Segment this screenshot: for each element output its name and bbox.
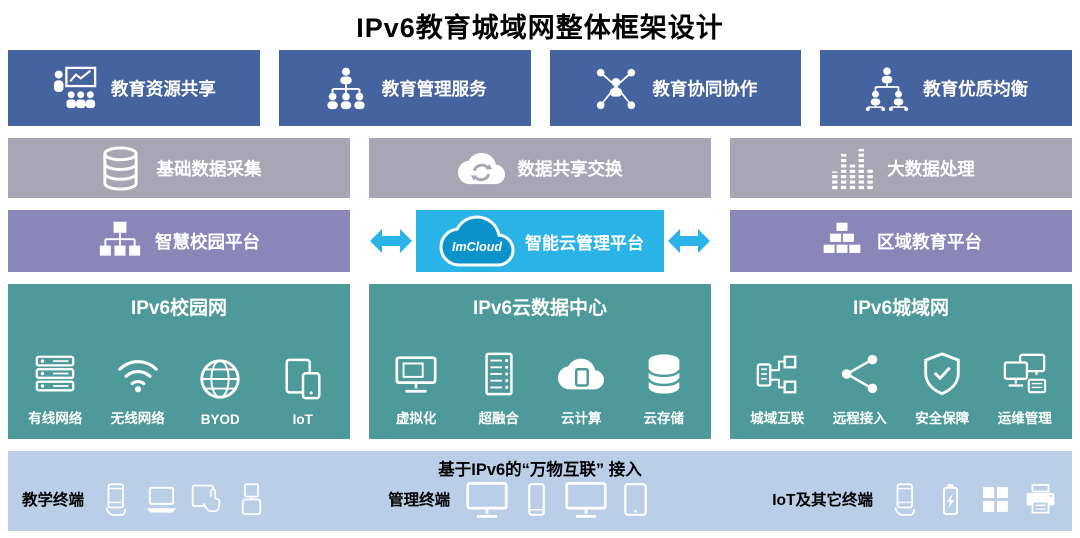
- battery-charging-icon: [933, 482, 968, 517]
- connected-nodes-icon: [98, 219, 142, 263]
- network-section-cloud-datacenter: IPv6云数据中心 虚拟化 超融合 云计算: [369, 284, 711, 439]
- app-box-management-service: 教育管理服务: [278, 50, 531, 126]
- terminal-group-label: 教学终端: [22, 492, 85, 509]
- equalizer-icon: [827, 145, 874, 192]
- storage-cylinder-icon: [641, 351, 687, 397]
- network-section-metro: IPv6城域网 城域互联 远程接入 安全保障: [730, 284, 1072, 439]
- server-stack-icon: [32, 351, 78, 397]
- server-rack-icon: [476, 351, 522, 397]
- flip-phone-icon: [234, 482, 269, 517]
- laptop-icon: [144, 482, 179, 517]
- platform-box-label: 智慧校园平台: [155, 231, 260, 252]
- terminal-group-label: IoT及其它终端: [772, 492, 873, 509]
- network-section-title: IPv6校园网: [130, 298, 228, 319]
- tablet-phone-icon: [280, 356, 326, 402]
- data-box-label: 基础数据采集: [156, 158, 262, 179]
- shield-check-icon: [919, 351, 965, 397]
- people-network-icon: [593, 65, 639, 111]
- phone-in-hand-icon: [99, 482, 134, 517]
- management-terminals-group: 管理终端: [388, 477, 653, 521]
- interconnect-icon: [754, 351, 800, 397]
- cloud-management-platform: ImCloud 智能云管理平台: [369, 210, 711, 272]
- net-item-remote-access: 远程接入: [819, 351, 902, 427]
- network-layer-row: IPv6校园网 有线网络 无线网络 BYOD: [8, 284, 1072, 439]
- storage-cubes-icon: [978, 482, 1013, 517]
- network-section-title: IPv6城域网: [852, 298, 950, 319]
- dual-monitor-icon: [1002, 351, 1048, 397]
- net-item-wired: 有线网络: [14, 351, 97, 427]
- terminal-group-label: 管理终端: [388, 492, 451, 509]
- org-chart-icon: [323, 65, 369, 111]
- network-section-items: 有线网络 无线网络 BYOD IoT: [14, 320, 344, 427]
- globe-icon: [197, 356, 243, 402]
- data-box-label: 大数据处理: [887, 158, 975, 179]
- handheld-device-icon: [888, 482, 923, 517]
- cloud-device-icon: [558, 351, 604, 397]
- net-item-cloud-computing: 云计算: [540, 351, 623, 427]
- data-box-label: 数据共享交换: [517, 158, 623, 179]
- touch-screen-icon: [189, 482, 224, 517]
- platform-box-smart-campus: 智慧校园平台: [8, 210, 350, 272]
- app-box-collaboration: 教育协同协作: [549, 50, 802, 126]
- imcloud-platform-label: 智能云管理平台: [525, 233, 644, 253]
- page-title: IPv6教育城域网整体框架设计: [356, 12, 724, 43]
- tablet-icon: [618, 482, 653, 517]
- teaching-terminals-group: 教学终端: [22, 482, 269, 517]
- data-box-sharing-exchange: 数据共享交换: [369, 138, 711, 198]
- printer-icon: [1023, 482, 1058, 517]
- terminal-layer-row: 基于IPv6的“万物互联” 接入 教学终端 管理终端 IoT: [8, 451, 1072, 531]
- network-section-campus: IPv6校园网 有线网络 无线网络 BYOD: [8, 284, 350, 439]
- imcloud-brand-text: ImCloud: [452, 240, 502, 254]
- terminal-heading: 基于IPv6的“万物互联” 接入: [438, 461, 642, 479]
- application-layer-row: 教育资源共享 教育管理服务 教育协同协作 教育优质均衡: [8, 50, 1072, 126]
- cloud-sync-icon: [458, 145, 505, 192]
- data-box-bigdata: 大数据处理: [730, 138, 1072, 198]
- app-box-label: 教育优质均衡: [923, 78, 1029, 99]
- left-double-arrow-icon: [370, 229, 412, 253]
- net-item-ops: 运维管理: [984, 351, 1067, 427]
- smartphone-icon: [519, 482, 554, 517]
- data-box-collection: 基础数据采集: [8, 138, 350, 198]
- platform-box-label: 区域教育平台: [877, 231, 982, 252]
- right-double-arrow-icon: [668, 229, 710, 253]
- app-box-label: 教育资源共享: [110, 78, 216, 99]
- app-box-label: 教育协同协作: [652, 78, 758, 99]
- platform-layer-row: 智慧校园平台 ImCloud 智能云管理平台: [8, 210, 1072, 272]
- share-nodes-icon: [837, 351, 883, 397]
- platform-box-regional-education: 区域教育平台: [730, 210, 1072, 272]
- diagram-rows: 教育资源共享 教育管理服务 教育协同协作 教育优质均衡 基础数据采集: [0, 50, 1080, 531]
- app-box-resource-sharing: 教育资源共享: [8, 50, 260, 126]
- stacked-blocks-icon: [820, 219, 864, 263]
- monitor-icon: [564, 477, 608, 521]
- net-item-byod: BYOD: [179, 356, 262, 427]
- network-section-items: 城域互联 远程接入 安全保障 运维管理: [736, 320, 1066, 427]
- terminal-groups: 教学终端 管理终端 IoT及其它终端: [22, 451, 1058, 531]
- net-item-metro-interconnect: 城域互联: [736, 351, 819, 427]
- database-icon: [97, 145, 144, 192]
- monitor-icon: [465, 477, 509, 521]
- imcloud-logo: ImCloud: [436, 214, 518, 268]
- data-layer-row: 基础数据采集 数据共享交换 大数据处理: [8, 138, 1072, 198]
- imcloud-platform-box: ImCloud 智能云管理平台: [416, 210, 664, 272]
- net-item-virtualization: 虚拟化: [375, 351, 458, 427]
- net-item-wireless: 无线网络: [97, 351, 180, 427]
- presentation-audience-icon: [52, 65, 98, 111]
- monitor-window-icon: [393, 351, 439, 397]
- iot-terminals-group: IoT及其它终端: [772, 482, 1058, 517]
- app-box-label: 教育管理服务: [381, 78, 487, 99]
- wifi-icon: [115, 351, 161, 397]
- app-box-quality-balance: 教育优质均衡: [820, 50, 1072, 126]
- net-item-hyperconverged: 超融合: [458, 351, 541, 427]
- network-section-title: IPv6云数据中心: [472, 298, 608, 319]
- people-tree-icon: [864, 65, 910, 111]
- net-item-security: 安全保障: [901, 351, 984, 427]
- net-item-cloud-storage: 云存储: [623, 351, 706, 427]
- net-item-iot: IoT: [262, 356, 345, 427]
- network-section-items: 虚拟化 超融合 云计算 云存储: [375, 320, 705, 427]
